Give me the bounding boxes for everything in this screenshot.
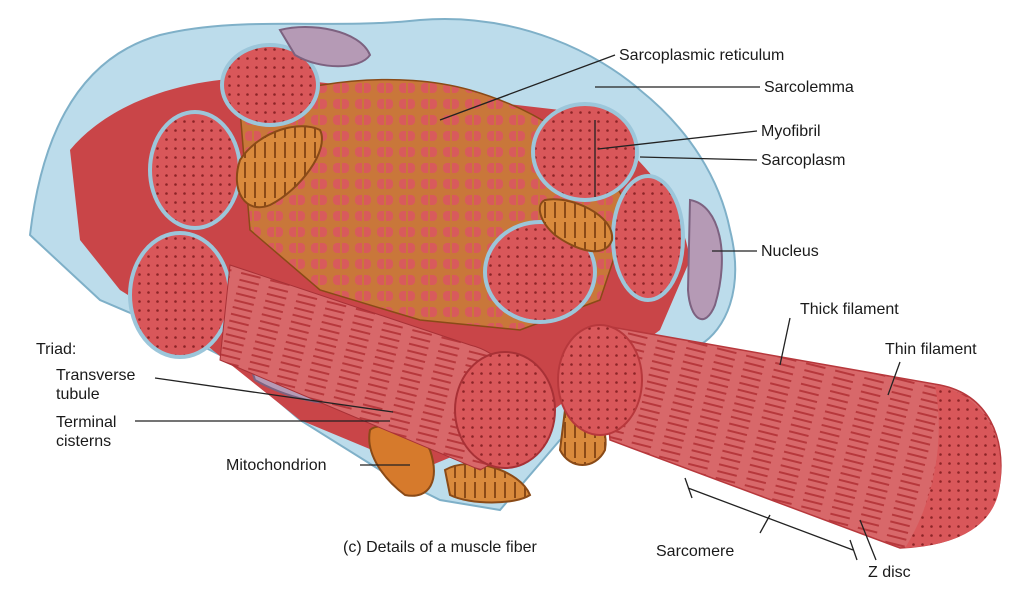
label-z-disc: Z disc xyxy=(868,564,911,581)
myofibril-end-left xyxy=(454,351,556,469)
label-sarcoplasmic-reticulum: Sarcoplasmic reticulum xyxy=(619,47,785,64)
label-nucleus: Nucleus xyxy=(761,243,819,260)
myofibril-end-right xyxy=(557,324,643,436)
label-sarcomere: Sarcomere xyxy=(656,543,735,560)
leader-lines xyxy=(135,54,901,561)
myofibril-cross-sections xyxy=(128,43,685,359)
myofibril-tip xyxy=(905,385,1001,548)
label-transverse-tubule-line1: Transverse xyxy=(56,367,136,384)
figure-caption: (c) Details of a muscle fiber xyxy=(343,539,537,556)
label-sarcoplasm: Sarcoplasm xyxy=(761,152,846,169)
label-sarcolemma: Sarcolemma xyxy=(764,79,854,96)
label-mitochondrion: Mitochondrion xyxy=(226,457,327,474)
label-transverse-tubule-line2: tubule xyxy=(56,386,100,403)
label-thick-filament: Thick filament xyxy=(800,301,899,318)
mitochondria xyxy=(235,125,614,504)
label-triad: Triad: xyxy=(36,341,77,358)
label-thin-filament: Thin filament xyxy=(885,341,977,358)
label-myofibril: Myofibril xyxy=(761,123,821,140)
label-terminal-cisterns-line1: Terminal xyxy=(56,414,117,431)
label-terminal-cisterns-line2: cisterns xyxy=(56,433,112,450)
